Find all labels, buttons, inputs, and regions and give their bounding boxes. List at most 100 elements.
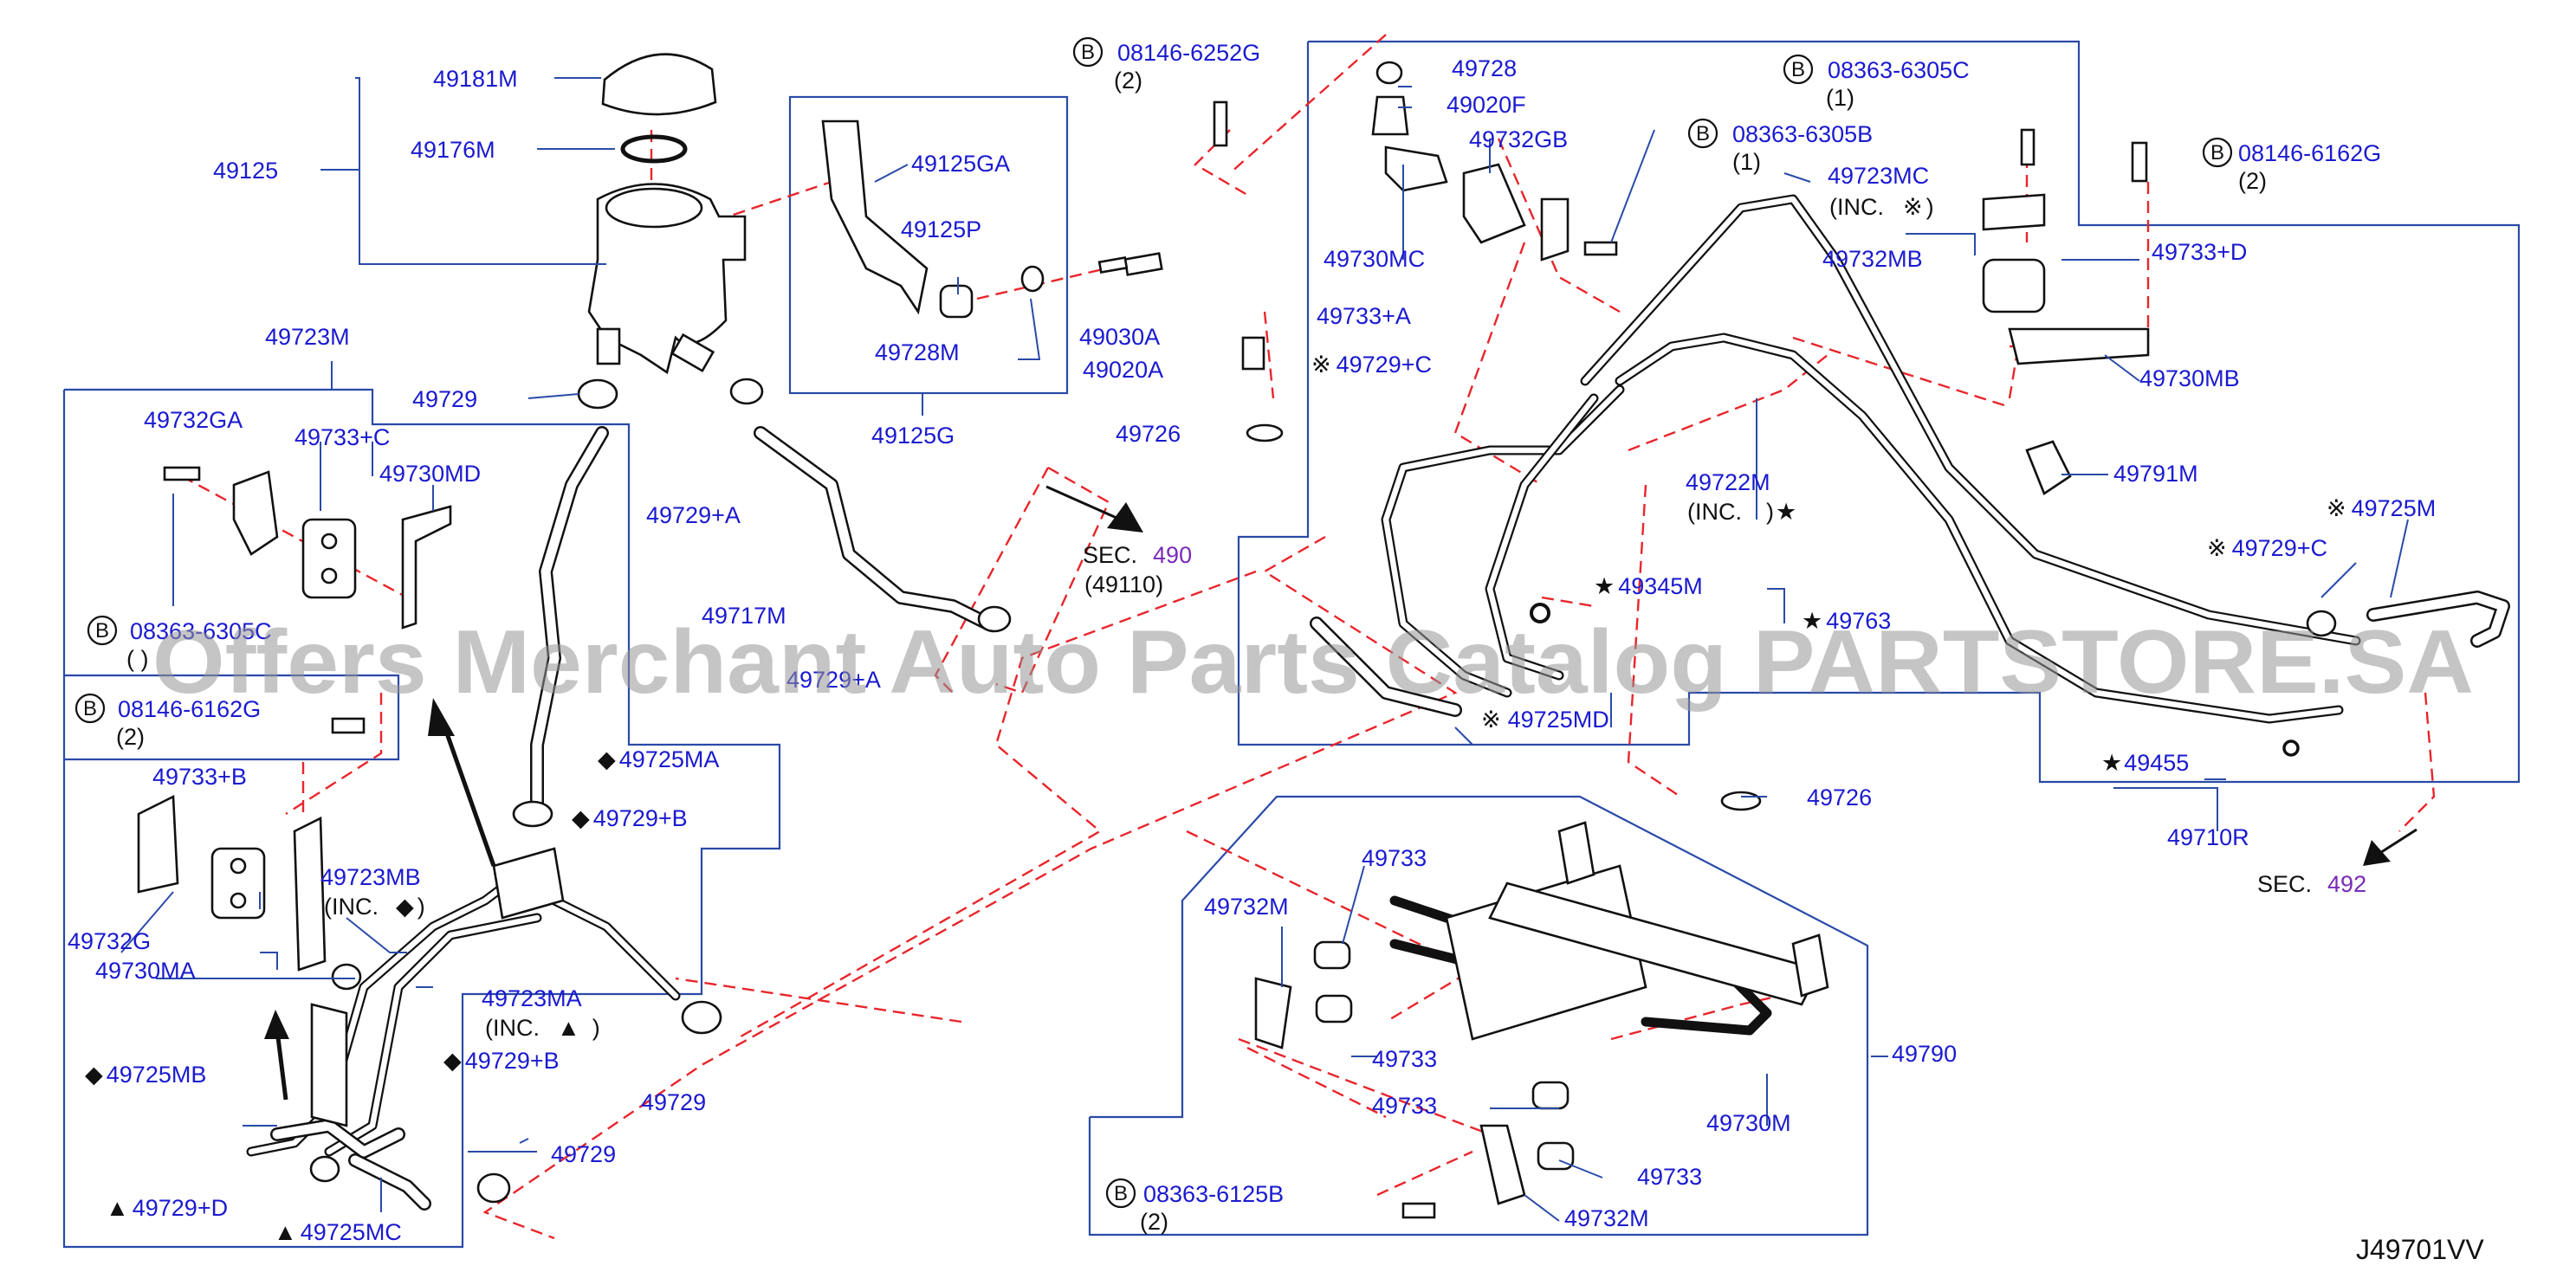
- label-49733-2[interactable]: 49733: [1372, 1046, 1437, 1072]
- svg-text:08146-6252G: 08146-6252G: [1117, 40, 1260, 66]
- label-49730ma[interactable]: 49730MA: [95, 958, 196, 984]
- guide-lines: [181, 34, 2436, 1240]
- bolt-badge-08146-6252g[interactable]: B 08146-6252G (2): [1072, 36, 1260, 94]
- label-49030a[interactable]: 49030A: [1079, 324, 1160, 350]
- label-49729-plus-c-1[interactable]: ※49729+C: [1311, 352, 1432, 378]
- label-49729-plus-c-2[interactable]: ※49729+C: [2207, 535, 2327, 561]
- label-49733-3[interactable]: 49733: [1372, 1093, 1437, 1119]
- label-49725md[interactable]: ※49725MD: [1481, 707, 1609, 733]
- svg-text:(2): (2): [1114, 68, 1142, 94]
- label-49733-b[interactable]: 49733+B: [152, 764, 247, 790]
- label-49733-plus-d[interactable]: 49733+D: [2152, 239, 2247, 265]
- label-49729-plus-b-2[interactable]: ◆49729+B: [443, 1048, 560, 1074]
- label-49125p[interactable]: 49125P: [901, 216, 981, 242]
- part-labels[interactable]: 49181M 49176M 49125 49125GA 49125P 49728…: [68, 55, 2436, 1245]
- label-49728m[interactable]: 49728M: [875, 339, 960, 365]
- label-49725mb[interactable]: ◆49725MB: [85, 1062, 206, 1088]
- o-ring-49345m: [1530, 603, 1550, 623]
- label-49729-plus-b-1[interactable]: ◆49729+B: [572, 805, 688, 831]
- watermark: Offers Merchant Auto Parts Catalog PARTS…: [152, 612, 2474, 713]
- label-49730md[interactable]: 49730MD: [379, 461, 481, 487]
- svg-text:(2): (2): [2238, 168, 2267, 194]
- label-49732m-1[interactable]: 49732M: [1204, 894, 1289, 920]
- components: [137, 53, 2337, 1219]
- label-49729-plus-d[interactable]: ▲49729+D: [106, 1195, 228, 1221]
- label-49733-c[interactable]: 49733+C: [294, 424, 390, 450]
- svg-text:(49110): (49110): [1084, 571, 1163, 597]
- bolt-badge-08363-6125b[interactable]: B 08363-6125B (2): [1105, 1178, 1284, 1235]
- label-49710r[interactable]: 49710R: [2167, 824, 2249, 850]
- bracket-49732gb: [1462, 163, 1526, 244]
- label-49732gb[interactable]: 49732GB: [1469, 126, 1568, 152]
- label-49125g[interactable]: 49125G: [871, 423, 955, 449]
- label-49729-c[interactable]: 49729: [551, 1141, 616, 1167]
- label-49733-plus-a[interactable]: 49733+A: [1317, 303, 1411, 329]
- bracket-49125ga: [821, 119, 929, 315]
- label-49791m[interactable]: 49791M: [2113, 461, 2198, 487]
- svg-text:08363-6125B: 08363-6125B: [1143, 1181, 1284, 1207]
- label-49717m[interactable]: 49717M: [702, 603, 786, 629]
- label-49728[interactable]: 49728: [1452, 55, 1517, 81]
- inc-49723mc: (INC.※): [1829, 194, 1934, 220]
- section-ref-492[interactable]: SEC.492: [2257, 871, 2366, 897]
- bolt-49030a: [1097, 252, 1163, 276]
- label-49730mb[interactable]: 49730MB: [2139, 365, 2240, 391]
- label-49723ma[interactable]: 49723MA: [482, 985, 582, 1011]
- label-49790[interactable]: 49790: [1892, 1041, 1957, 1067]
- svg-text:08146-6162G: 08146-6162G: [118, 696, 261, 722]
- svg-text:SEC.490: SEC.490: [1083, 542, 1192, 568]
- o-ring: [620, 134, 688, 164]
- label-49729-a[interactable]: 49729: [412, 386, 477, 412]
- label-49020f[interactable]: 49020F: [1447, 92, 1526, 118]
- label-49729-b[interactable]: 49729: [641, 1089, 706, 1115]
- bolt-badge-08146-6162g-right[interactable]: B 08146-6162G (2): [2202, 137, 2381, 194]
- diagram-reference: J49701VV: [2356, 1234, 2484, 1265]
- label-49181m[interactable]: 49181M: [433, 66, 518, 92]
- label-49723mc[interactable]: 49723MC: [1828, 163, 1929, 189]
- label-49125ga[interactable]: 49125GA: [911, 151, 1010, 177]
- box-49125g: [788, 95, 1069, 395]
- section-refs[interactable]: SEC.490 (49110) SEC.492: [1083, 542, 2366, 897]
- bolt-badge-08146-6162g-left[interactable]: B 08146-6162G (2): [74, 693, 261, 750]
- label-49726-1[interactable]: 49726: [1116, 421, 1181, 447]
- label-49730mc[interactable]: 49730MC: [1324, 246, 1425, 272]
- label-49725m[interactable]: ※49725M: [2327, 495, 2436, 521]
- bracket-49730mb: [2008, 327, 2150, 365]
- box-49710r: [1237, 40, 2521, 784]
- label-49732ga[interactable]: 49732GA: [144, 407, 243, 433]
- leader-lines: [120, 77, 2409, 1222]
- label-49730m[interactable]: 49730M: [1706, 1110, 1791, 1136]
- label-49722m[interactable]: 49722M: [1686, 469, 1770, 495]
- label-49725ma[interactable]: ◆49725MA: [598, 746, 719, 772]
- label-49725mc[interactable]: ▲49725MC: [274, 1219, 402, 1245]
- label-49345m[interactable]: ★49345M: [1594, 573, 1703, 599]
- svg-text:(1): (1): [1826, 85, 1854, 111]
- label-49729-plus-a-2[interactable]: 49729+A: [786, 667, 881, 693]
- svg-text:B: B: [83, 697, 97, 720]
- bolt-badge-08363-6305c-top[interactable]: B 08363-6305C (1): [1783, 54, 1970, 111]
- label-49732g[interactable]: 49732G: [68, 928, 151, 954]
- label-49733-1[interactable]: 49733: [1362, 845, 1427, 871]
- label-49763[interactable]: ★49763: [1802, 608, 1891, 634]
- bolt-badge-08363-6305b[interactable]: B 08363-6305B (1): [1687, 118, 1873, 175]
- box-49790: [1088, 795, 1869, 1237]
- reservoir-body: [587, 183, 747, 375]
- label-49732m-2[interactable]: 49732M: [1564, 1205, 1649, 1231]
- bolt-badge-08363-6305c-left[interactable]: B 08363-6305C ( ): [87, 615, 272, 672]
- label-49020a[interactable]: 49020A: [1083, 357, 1163, 383]
- bolt-badges[interactable]: B 08146-6252G (2) B 08363-6305C (1) B 08…: [74, 36, 2381, 1235]
- label-49733-4[interactable]: 49733: [1637, 1164, 1702, 1190]
- section-ref-490[interactable]: SEC.490 (49110): [1083, 542, 1192, 597]
- label-49729-plus-a-1[interactable]: 49729+A: [646, 502, 741, 528]
- label-49176m[interactable]: 49176M: [411, 137, 495, 163]
- svg-text:08363-6305C: 08363-6305C: [1828, 57, 1970, 83]
- label-49723m[interactable]: 49723M: [265, 324, 350, 350]
- label-49455[interactable]: ★49455: [2101, 750, 2189, 776]
- label-49726-2[interactable]: 49726: [1807, 785, 1872, 810]
- bracket-49730md: [401, 505, 452, 630]
- label-49732mb[interactable]: 49732MB: [1822, 246, 1923, 272]
- label-49723mb[interactable]: 49723MB: [320, 864, 421, 890]
- label-49125[interactable]: 49125: [213, 158, 278, 184]
- svg-text:(2): (2): [1140, 1209, 1168, 1235]
